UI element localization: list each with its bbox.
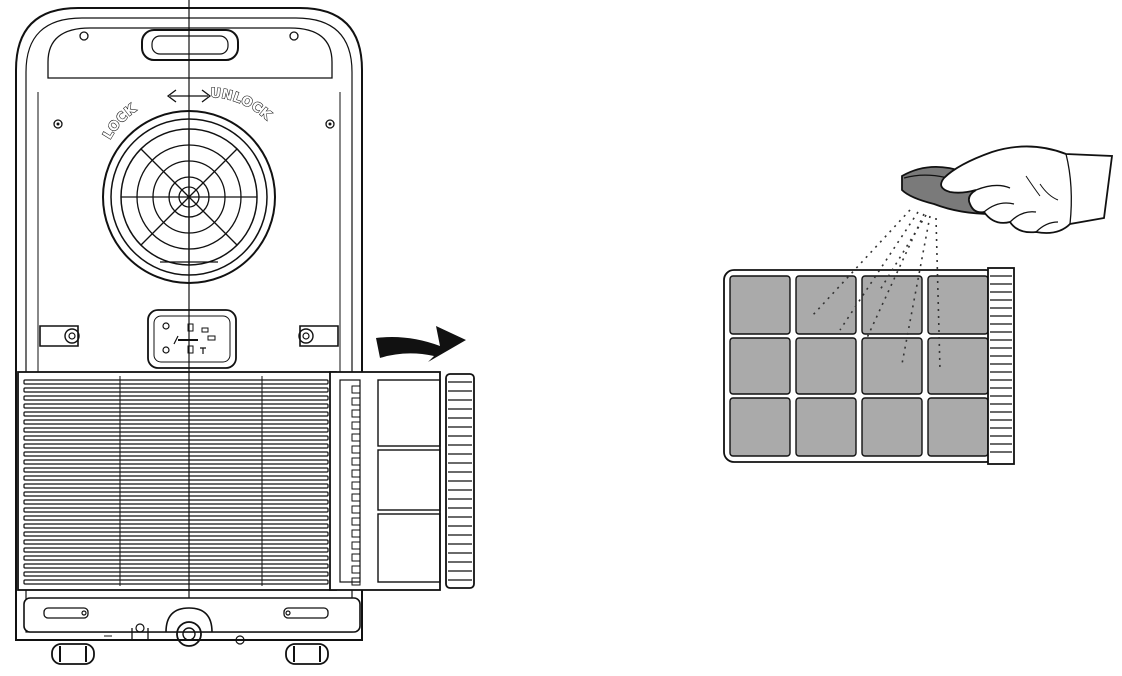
control-plate xyxy=(147,309,237,369)
filter-mesh-cell xyxy=(861,337,923,395)
filter-clip xyxy=(351,553,361,562)
hand-with-sponge-icon xyxy=(901,145,1114,234)
caster-wheels xyxy=(51,635,329,665)
cord-hook-left xyxy=(39,325,80,347)
grille-slat xyxy=(23,379,329,385)
filter-mesh-cell xyxy=(927,397,989,457)
filter-clip xyxy=(351,577,361,586)
filter-clip xyxy=(351,529,361,538)
arrow-right-icon xyxy=(376,326,466,362)
filter-mesh-cell xyxy=(729,337,791,395)
filter-mesh-cell xyxy=(927,337,989,395)
cord-hook-right xyxy=(298,325,339,347)
grille-slat xyxy=(23,467,329,473)
grille-slat xyxy=(23,395,329,401)
filter-mesh-cell xyxy=(795,397,857,457)
grille-slat xyxy=(23,523,329,529)
filter-mesh-cell xyxy=(795,337,857,395)
filter-clip xyxy=(351,397,361,406)
filter-clip xyxy=(351,385,361,394)
filter-clip xyxy=(351,457,361,466)
filter-clip xyxy=(351,505,361,514)
grille-slat xyxy=(23,579,329,585)
grille-slat xyxy=(23,499,329,505)
water-spray xyxy=(811,209,941,371)
grille-slat xyxy=(23,571,329,577)
filter-clip xyxy=(351,469,361,478)
grille-slat xyxy=(23,555,329,561)
filter-mesh-cell xyxy=(795,275,857,335)
grille-slat xyxy=(23,475,329,481)
filter-clip xyxy=(351,433,361,442)
grille-slat xyxy=(23,443,329,449)
grille-slat xyxy=(23,403,329,409)
grille-slat xyxy=(23,515,329,521)
filter-mesh-cell xyxy=(729,397,791,457)
grille-slat xyxy=(23,419,329,425)
filter-clip xyxy=(351,493,361,502)
filter-clip xyxy=(351,409,361,418)
filter-clip xyxy=(351,565,361,574)
grille-slat xyxy=(23,539,329,545)
grille-slat xyxy=(23,427,329,433)
filter-clip xyxy=(351,421,361,430)
intake-grille xyxy=(17,371,337,591)
filter-clip xyxy=(351,481,361,490)
filter-clip xyxy=(351,517,361,526)
base xyxy=(23,597,361,647)
grille-slat xyxy=(23,387,329,393)
filter-clip xyxy=(351,445,361,454)
filter-panel xyxy=(723,267,1015,465)
air-conditioner-unit: LOCK UNLOCK xyxy=(15,0,363,665)
grille-slat xyxy=(23,491,329,497)
filter-mesh-cell xyxy=(861,275,923,335)
filter-mesh-cell xyxy=(861,397,923,457)
grille-slat xyxy=(23,507,329,513)
filter-clip xyxy=(351,541,361,550)
grille-slat xyxy=(23,459,329,465)
filter-mesh-cell xyxy=(927,275,989,335)
grille-slat xyxy=(23,531,329,537)
grille-slat xyxy=(23,483,329,489)
grille-slat xyxy=(23,411,329,417)
top-handle xyxy=(141,29,239,61)
filter-pulled-out xyxy=(329,371,475,591)
grille-slat xyxy=(23,547,329,553)
grille-slat xyxy=(23,451,329,457)
grille-slat xyxy=(23,435,329,441)
filter-mesh-cell xyxy=(729,275,791,335)
grille-slat xyxy=(23,563,329,569)
